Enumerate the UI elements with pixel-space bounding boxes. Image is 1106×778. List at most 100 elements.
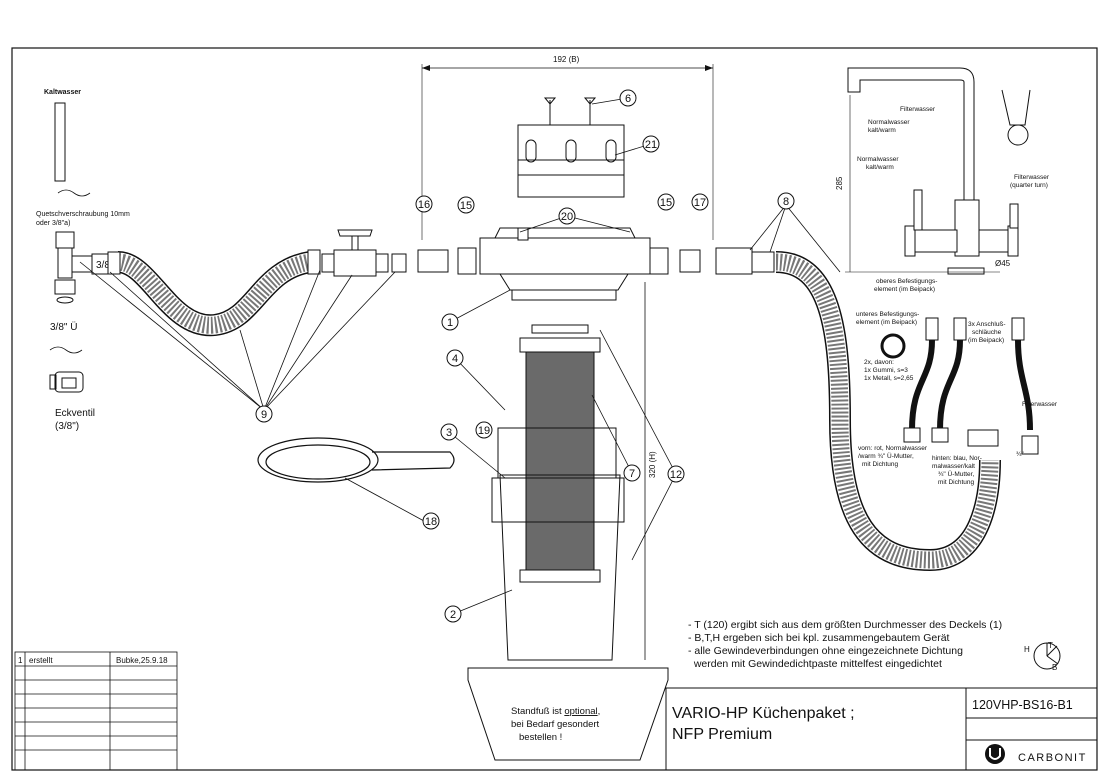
tap-label-normal2-b: kalt/warm (866, 164, 894, 171)
axis-b: B (1052, 663, 1057, 672)
callout-number: 16 (418, 199, 430, 211)
tap-label-filterwasser: Filterwasser (900, 106, 936, 113)
callout-4: 4 (446, 349, 464, 367)
drawing-border (11, 47, 1098, 771)
filter-head (479, 227, 651, 301)
callout-circle (667, 465, 685, 483)
tap-hose-nuts (903, 317, 1039, 455)
stand-note-line1: Standfuß ist optional, (511, 706, 600, 717)
axis-orientation-icon: H T B (1024, 641, 1061, 672)
callout-circle (446, 349, 464, 367)
callout-circle (657, 193, 675, 211)
dim-h-label: 320 (H) (648, 451, 657, 478)
left-hose-nut-a (107, 251, 121, 275)
tap-label-normal2-a: Normalwasser (857, 156, 899, 163)
tee-fitting (54, 231, 111, 304)
right-hose-braid (775, 253, 999, 569)
rev-index: 1 (18, 656, 23, 665)
tap-label-lower-b: element (im Beipack) (856, 319, 917, 326)
tap-label-lower-a: unteres Befestigungs- (856, 311, 919, 318)
label-compression-1: Quetschverschraubung 10mm (36, 211, 130, 218)
callout-number: 8 (783, 196, 789, 208)
callout-20: 20 (558, 207, 576, 225)
note-2: - B,T,H ergeben sich bei kpl. zusammenge… (688, 632, 950, 644)
note-3: - alle Gewindeverbindungen ohne eingezei… (688, 645, 963, 657)
bowl-wrench (257, 437, 455, 483)
cartridge-cap (531, 324, 589, 334)
tap-label-back-b: malwasser/kalt (932, 463, 975, 470)
tap-label-upper-a: oberes Befestigungs- (876, 278, 937, 285)
callout-number: 15 (460, 200, 472, 212)
angle-valve-icon (49, 371, 84, 393)
callout-circle (422, 512, 440, 530)
stand-foot (467, 667, 669, 761)
stand-note-prefix: Standfuß ist (511, 706, 564, 717)
wall-bracket (517, 97, 625, 198)
tap-label-hoses-a: 3x Anschluß- (968, 321, 1006, 328)
label-angle-valve-2: (3/8") (55, 421, 79, 432)
callout-circle (642, 135, 660, 153)
tap-label-thread34: ¾" (1016, 451, 1024, 458)
callout-number: 6 (625, 93, 631, 105)
note-4: werden mit Gewindedichtpaste mittelfest … (688, 658, 942, 670)
washer-icon (880, 333, 906, 359)
tap-label-filter3: Filterwasser (1022, 401, 1058, 408)
tap-label-washers-a: 2x, davon: (864, 359, 894, 366)
tap-hoses (909, 339, 1033, 431)
callout-circle (619, 89, 637, 107)
drawing-number: 120VHP-BS16-B1 (972, 698, 1073, 712)
callout-number: 3 (446, 427, 452, 439)
callout-19: 19 (475, 421, 493, 439)
callout-circle (691, 193, 709, 211)
rev-change: erstellt (29, 656, 53, 665)
cartridge-mesh (525, 351, 595, 571)
callout-6: 6 (619, 89, 637, 107)
callout-number: 19 (478, 425, 490, 437)
callout-circle (777, 192, 795, 210)
title-line-2: NFP Premium (672, 726, 772, 743)
callout-number: 18 (425, 516, 437, 528)
dim-b-label: 192 (B) (553, 55, 580, 64)
label-cold-water: Kaltwasser (44, 89, 81, 96)
dim-tap-diameter: Ø45 (995, 259, 1011, 268)
callout-circle (558, 207, 576, 225)
stand-note-line3: bestellen ! (519, 732, 562, 743)
filter-bowl (499, 474, 621, 661)
right-hose-outline (775, 251, 1001, 572)
callout-number: 4 (452, 353, 458, 365)
callout-3: 3 (440, 423, 458, 441)
right-hose-fill (775, 252, 1000, 570)
dim-b-arrow-right (705, 65, 713, 71)
callout-circle (475, 421, 493, 439)
callout-circle (444, 605, 462, 623)
tap-label-normal1-b: kalt/warm (868, 127, 896, 134)
callout-number: 17 (694, 197, 706, 209)
tap-label-front-c: mit Dichtung (862, 461, 899, 468)
left-hose-nut-b (307, 249, 321, 275)
callout-circle (255, 405, 273, 423)
tap-label-back-c: ¾" Ü-Mutter, (938, 470, 974, 478)
label-angle-valve-1: Eckventil (55, 408, 95, 419)
title-line-1: VARIO-HP Küchenpaket ; (672, 705, 855, 722)
tap-label-hoses-b: schläuche (972, 329, 1002, 336)
cartridge-bottom (519, 569, 601, 583)
callout-2: 2 (444, 605, 462, 623)
axis-t: T (1048, 641, 1053, 650)
cold-water-pipe (54, 102, 66, 182)
tap-label-normal1-a: Normalwasser (868, 119, 910, 126)
tap-label-front-a: vorn: rot, Normalwasser (858, 445, 928, 452)
callout-circle (415, 195, 433, 213)
callout-7: 7 (623, 464, 641, 482)
left-hose-fill (116, 252, 313, 335)
tap-label-upper-b: element (im Beipack) (874, 286, 935, 293)
label-thread-u: 3/8" Ü (50, 321, 77, 333)
carbonit-logo-icon (985, 744, 1005, 764)
callout-18: 18 (422, 512, 440, 530)
tap-label-front-b: /warm ¾" Ü-Mutter, (858, 452, 914, 460)
axis-h: H (1024, 645, 1030, 654)
tap-label-washers-c: 1x Metall, s=2,65 (864, 375, 914, 382)
callout-1: 1 (441, 313, 459, 331)
title-block (665, 687, 1098, 771)
tap-label-filter2-b: (quarter turn) (1010, 182, 1048, 189)
note-1: - T (120) ergibt sich aus dem größten Du… (688, 619, 1003, 631)
